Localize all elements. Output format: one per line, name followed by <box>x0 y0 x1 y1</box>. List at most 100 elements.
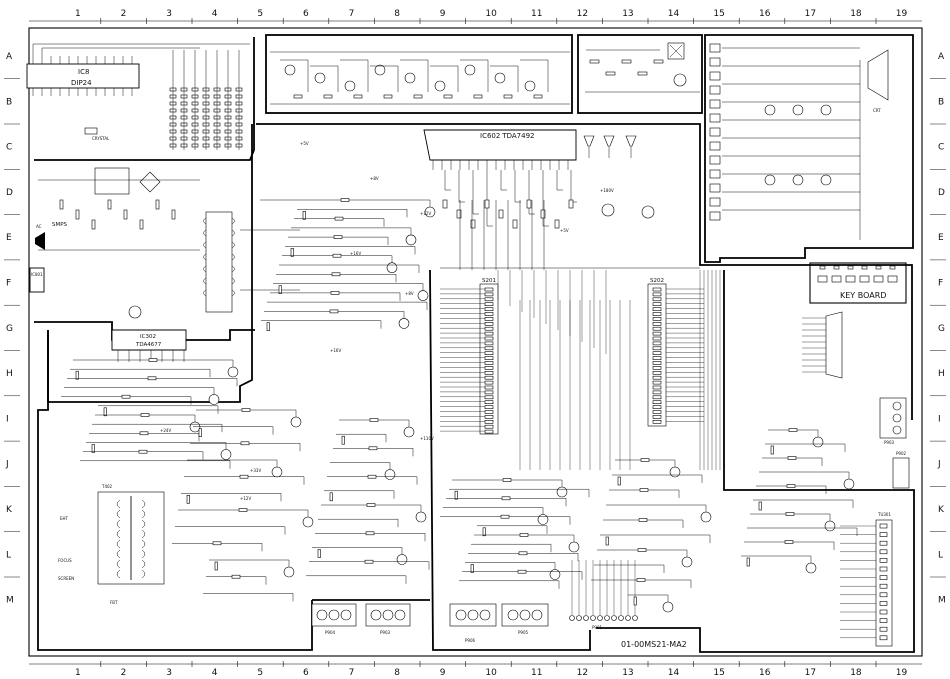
resistor-symbol <box>568 199 574 209</box>
keyboard-section: KEY BOARD <box>809 262 907 304</box>
mcu-ref: IC8 <box>78 68 89 76</box>
crt-connector-pin <box>709 71 721 81</box>
grid-column-label: 15 <box>713 668 724 678</box>
grid-column-label: 3 <box>166 9 172 19</box>
crystal-label: CRYSTAL <box>92 136 110 141</box>
resistor-symbol <box>330 291 340 295</box>
supply-tag: +16V <box>330 348 341 353</box>
s201-label: S201 <box>482 278 496 284</box>
resistor-symbol <box>861 265 868 270</box>
resistor-symbol <box>139 431 149 436</box>
resistor-symbol <box>140 413 150 417</box>
grid-column-label: 19 <box>896 668 908 678</box>
supply-tag: +8V <box>405 291 414 296</box>
resistor-symbol <box>621 59 632 64</box>
keyboard-label: KEY BOARD <box>840 291 886 300</box>
resistor-symbol <box>512 219 518 229</box>
p904-label: P904 <box>325 630 336 635</box>
transistor-symbol <box>464 64 476 76</box>
resistor-symbol <box>517 569 527 574</box>
capacitor-symbol <box>302 211 306 220</box>
grid-row-label: E <box>6 233 12 243</box>
mains-plug-icon <box>35 232 45 250</box>
grid-column-label: 16 <box>759 9 771 19</box>
transistor-symbol <box>673 73 687 87</box>
capacitor-symbol <box>103 407 107 417</box>
transistor-symbol <box>820 104 832 116</box>
resistor-symbol <box>639 488 649 492</box>
grid-column-label: 8 <box>394 668 400 678</box>
grid-column-label: 1 <box>75 668 81 678</box>
capacitor-symbol <box>454 490 458 500</box>
transistor-symbol <box>843 478 855 490</box>
transistor-symbol <box>824 520 836 532</box>
transistor-symbol <box>128 305 142 319</box>
key-switch <box>831 275 842 283</box>
resistor-symbol <box>640 458 650 462</box>
transistor-symbol <box>208 394 220 405</box>
resistor-symbol <box>332 253 342 258</box>
grid-column-label: 11 <box>531 9 542 19</box>
resistor-symbol <box>484 199 490 209</box>
supply-tag: +5V <box>560 228 569 233</box>
grid-row-label: B <box>938 97 944 107</box>
grid-column-label: 13 <box>622 9 633 19</box>
transistor-symbol <box>220 449 232 460</box>
resistor-symbol <box>456 209 462 219</box>
grid-row-label: J <box>5 460 9 470</box>
crystal-symbol <box>84 127 98 135</box>
grid-column-label: 19 <box>896 9 908 19</box>
vertical-section: IC302 TDA4677 <box>111 329 187 362</box>
supply-tag: +8V <box>370 176 379 181</box>
grid-column-label: 2 <box>121 668 127 678</box>
grid-row-label: F <box>6 279 11 289</box>
capacitor-symbol <box>605 536 609 546</box>
resistor-symbol <box>526 199 532 209</box>
transistor-symbol <box>374 64 386 76</box>
resistor-symbol <box>501 496 511 501</box>
supply-tag: +5V <box>300 141 309 146</box>
transistor-symbol <box>700 511 712 523</box>
capacitor-symbol <box>186 494 190 504</box>
resistor-symbol <box>367 474 377 479</box>
transistor-symbol <box>764 174 776 186</box>
grid-column-label: 7 <box>349 668 355 678</box>
grid-column-label: 11 <box>531 668 542 678</box>
resistor-symbol <box>637 71 648 76</box>
mcu-matrix-resistors <box>169 50 243 150</box>
capacitor-symbol <box>75 209 80 220</box>
crt-connector-pin <box>709 85 721 95</box>
supply-tags: +5V+8V+12V+16V+24V+33V+110V+180V+5V+8V+1… <box>160 141 614 501</box>
transistor-symbol <box>820 174 832 186</box>
supply-tag: +180V <box>600 188 614 193</box>
grid-column-label: 5 <box>257 9 263 19</box>
resistor-symbol <box>364 559 374 564</box>
supply-tag: +33V <box>250 468 261 473</box>
transistor-symbol <box>398 318 410 329</box>
crt-connector-pin <box>709 57 721 67</box>
resistor-symbol <box>638 518 648 522</box>
grid-row-label: K <box>938 505 945 515</box>
connector-p902: P902 <box>892 451 910 489</box>
capacitor-symbol <box>770 445 774 455</box>
grid-row-label: I <box>6 414 9 424</box>
s202-pins <box>652 287 704 424</box>
resistor-symbol <box>241 408 251 412</box>
grid-row-label: E <box>938 233 944 243</box>
transistor-symbol <box>284 64 296 76</box>
flyback-section: T402 EHT FOCUS SCREEN FBT <box>58 484 165 605</box>
resistor-symbol <box>500 514 510 519</box>
vertical-ic-ref: IC302 <box>140 334 156 340</box>
sheet-border <box>28 27 923 657</box>
grid-row-label: A <box>6 52 13 62</box>
capacitor-symbol <box>617 476 621 486</box>
grid-row-label: D <box>6 188 13 198</box>
capacitor-symbol <box>278 285 282 294</box>
grid-column-label: 14 <box>668 9 680 19</box>
psu-transformer-core <box>205 211 233 313</box>
grid-column-label: 17 <box>805 668 816 678</box>
keyboard-switches <box>817 265 898 283</box>
tuner-section: TU301 <box>840 512 893 647</box>
transistor-symbol <box>805 562 817 574</box>
